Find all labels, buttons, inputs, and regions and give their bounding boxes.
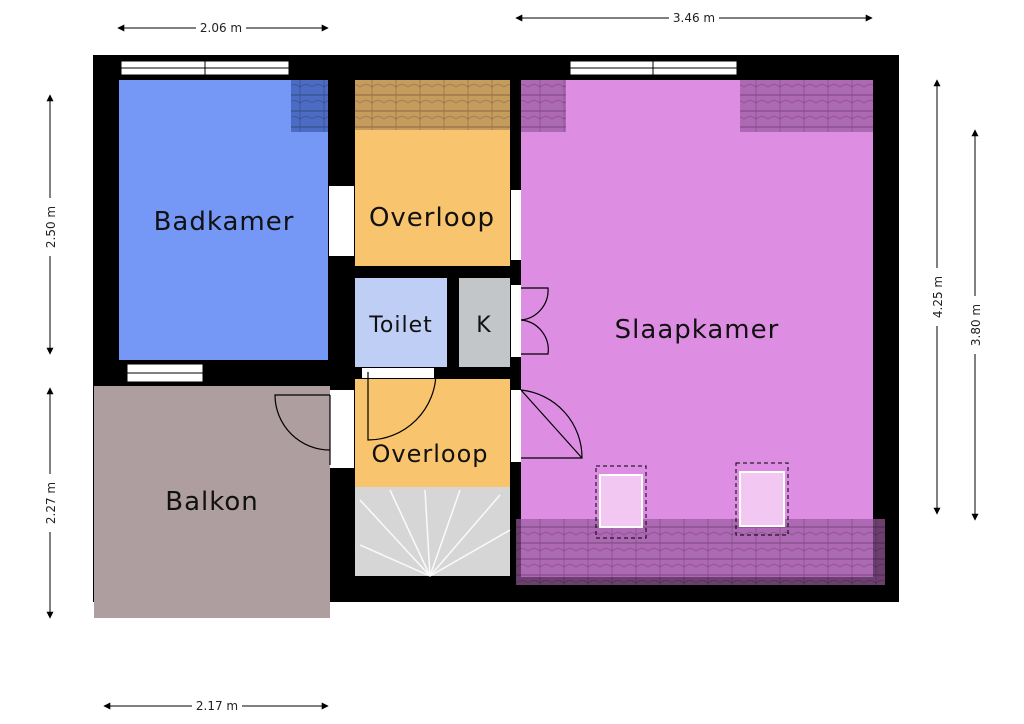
label-toilet: Toilet	[368, 313, 433, 338]
opening-k-slaapkamer	[511, 285, 521, 357]
dim-left-upper: 2.50 m	[44, 206, 58, 248]
label-overloop-bottom: Overloop	[372, 440, 489, 468]
stairs	[355, 487, 510, 576]
window-badkamer-top	[120, 60, 290, 76]
room-slaapkamer	[521, 80, 873, 577]
dim-bottom-left: 2.17 m	[196, 699, 238, 713]
dim-right-inner: 3.80 m	[969, 304, 983, 346]
opening-balkon-overloop	[330, 390, 354, 468]
room-k	[459, 278, 510, 367]
room-overloop-bottom	[355, 379, 510, 487]
room-toilet	[355, 278, 447, 367]
window-badkamer-bottom	[126, 363, 204, 383]
opening-overloop-slaapkamer	[511, 190, 521, 260]
opening-badkamer-overloop	[329, 186, 354, 256]
room-balkon	[94, 386, 330, 618]
dim-left-lower: 2.27 m	[44, 482, 58, 524]
dim-top-left: 2.06 m	[200, 21, 242, 35]
stair-lines	[359, 489, 511, 577]
dim-right-outer: 4.25 m	[931, 276, 945, 318]
door-swings	[274, 287, 583, 465]
label-badkamer: Badkamer	[154, 207, 295, 237]
dim-top-right: 3.46 m	[673, 11, 715, 25]
skylight-right	[735, 462, 789, 536]
opening-overloop-slaapkamer-2	[511, 390, 521, 462]
label-balkon: Balkon	[165, 487, 259, 517]
label-k: K	[476, 313, 491, 338]
skylight-left	[595, 465, 647, 539]
opening-toilet-overloop	[362, 368, 434, 378]
window-slaapkamer-top	[569, 60, 738, 76]
label-overloop-top: Overloop	[369, 203, 495, 233]
label-slaapkamer: Slaapkamer	[615, 315, 780, 345]
